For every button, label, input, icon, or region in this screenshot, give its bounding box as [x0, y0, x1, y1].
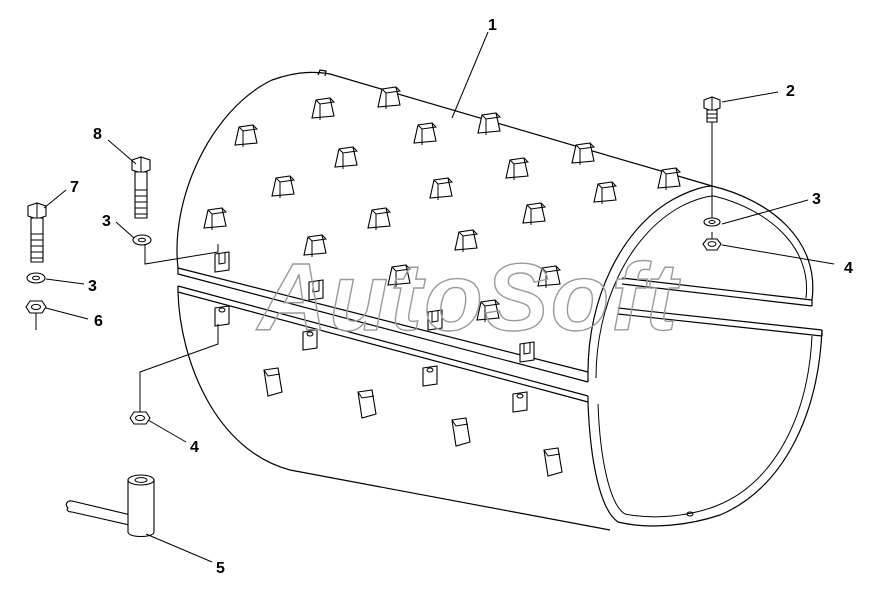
- edge-brackets: [214, 251, 535, 413]
- nut-4-lower: [129, 411, 151, 425]
- washer-3-right: [703, 217, 721, 227]
- callout-labels: 1 2 3 4 8 3 7 3 6 4 5: [70, 17, 853, 577]
- upper-drum-half-shell: [176, 69, 814, 383]
- bolt-7: [27, 202, 47, 263]
- leader-lines: [43, 31, 835, 563]
- washer-3-far-left: [26, 272, 46, 284]
- callout-2: 2: [786, 83, 795, 100]
- nut-6: [25, 300, 47, 330]
- lower-drum-half-shell: [177, 285, 823, 531]
- callout-3-far-left: 3: [88, 278, 97, 295]
- callout-5: 5: [216, 560, 225, 577]
- callout-3-left-upper: 3: [102, 213, 111, 230]
- callout-4-right: 4: [844, 260, 853, 277]
- nut-4-right: [702, 238, 722, 251]
- callout-8: 8: [93, 126, 102, 143]
- watermark-text: AutoSoft: [256, 244, 681, 351]
- callout-1: 1: [488, 17, 497, 34]
- callout-4-lower: 4: [190, 439, 199, 456]
- assembly-lines: [139, 118, 713, 418]
- bolt-8: [131, 156, 151, 219]
- t-wrench-5: [65, 474, 155, 538]
- washer-3-left-upper: [132, 234, 152, 246]
- lower-teeth: [263, 367, 563, 477]
- callout-7: 7: [70, 179, 79, 196]
- upper-teeth: [203, 86, 682, 322]
- callout-6: 6: [94, 313, 103, 330]
- callout-3-right: 3: [812, 191, 821, 208]
- bolt-2: [703, 96, 721, 123]
